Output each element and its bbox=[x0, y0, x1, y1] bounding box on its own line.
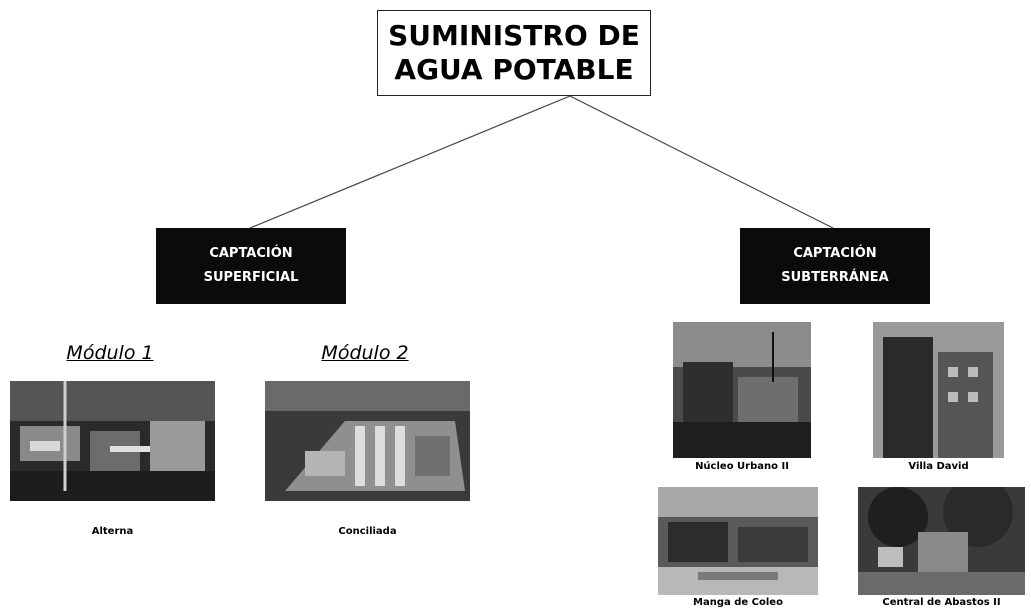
module-2-caption: Conciliada bbox=[338, 526, 397, 537]
site-nucleo-urbano-photo bbox=[673, 322, 811, 458]
site-villa-david-caption: Villa David bbox=[908, 461, 969, 472]
connector-root-to-ground bbox=[569, 95, 834, 229]
connector-root-to-surface bbox=[249, 95, 571, 229]
category-surface-line-2: SUPERFICIAL bbox=[203, 270, 299, 285]
site-central-de-abastos-caption: Central de Abastos II bbox=[882, 597, 1001, 608]
module-1-title: Módulo 1 bbox=[66, 342, 154, 364]
site-villa-david-photo bbox=[873, 322, 1004, 458]
module-1-photo bbox=[10, 381, 215, 501]
site-manga-de-coleo-caption: Manga de Coleo bbox=[693, 597, 783, 608]
root-title-box: SUMINISTRO DE AGUA POTABLE bbox=[377, 10, 651, 96]
root-title-line-1: SUMINISTRO DE bbox=[388, 19, 640, 52]
site-central-de-abastos-photo bbox=[858, 487, 1025, 595]
site-manga-de-coleo-photo bbox=[658, 487, 818, 595]
module-2-title: Módulo 2 bbox=[321, 342, 409, 364]
module-2-photo bbox=[265, 381, 470, 501]
category-ground-line-2: SUBTERRÁNEA bbox=[781, 270, 889, 285]
module-1-caption: Alterna bbox=[91, 526, 134, 537]
category-ground-line-1: CAPTACIÓN bbox=[793, 246, 877, 261]
category-surface-line-1: CAPTACIÓN bbox=[209, 246, 293, 261]
root-title-line-2: AGUA POTABLE bbox=[394, 53, 634, 86]
category-ground-box: CAPTACIÓN SUBTERRÁNEA bbox=[740, 228, 930, 304]
site-nucleo-urbano-caption: Núcleo Urbano II bbox=[695, 461, 789, 472]
category-surface-box: CAPTACIÓN SUPERFICIAL bbox=[156, 228, 346, 304]
